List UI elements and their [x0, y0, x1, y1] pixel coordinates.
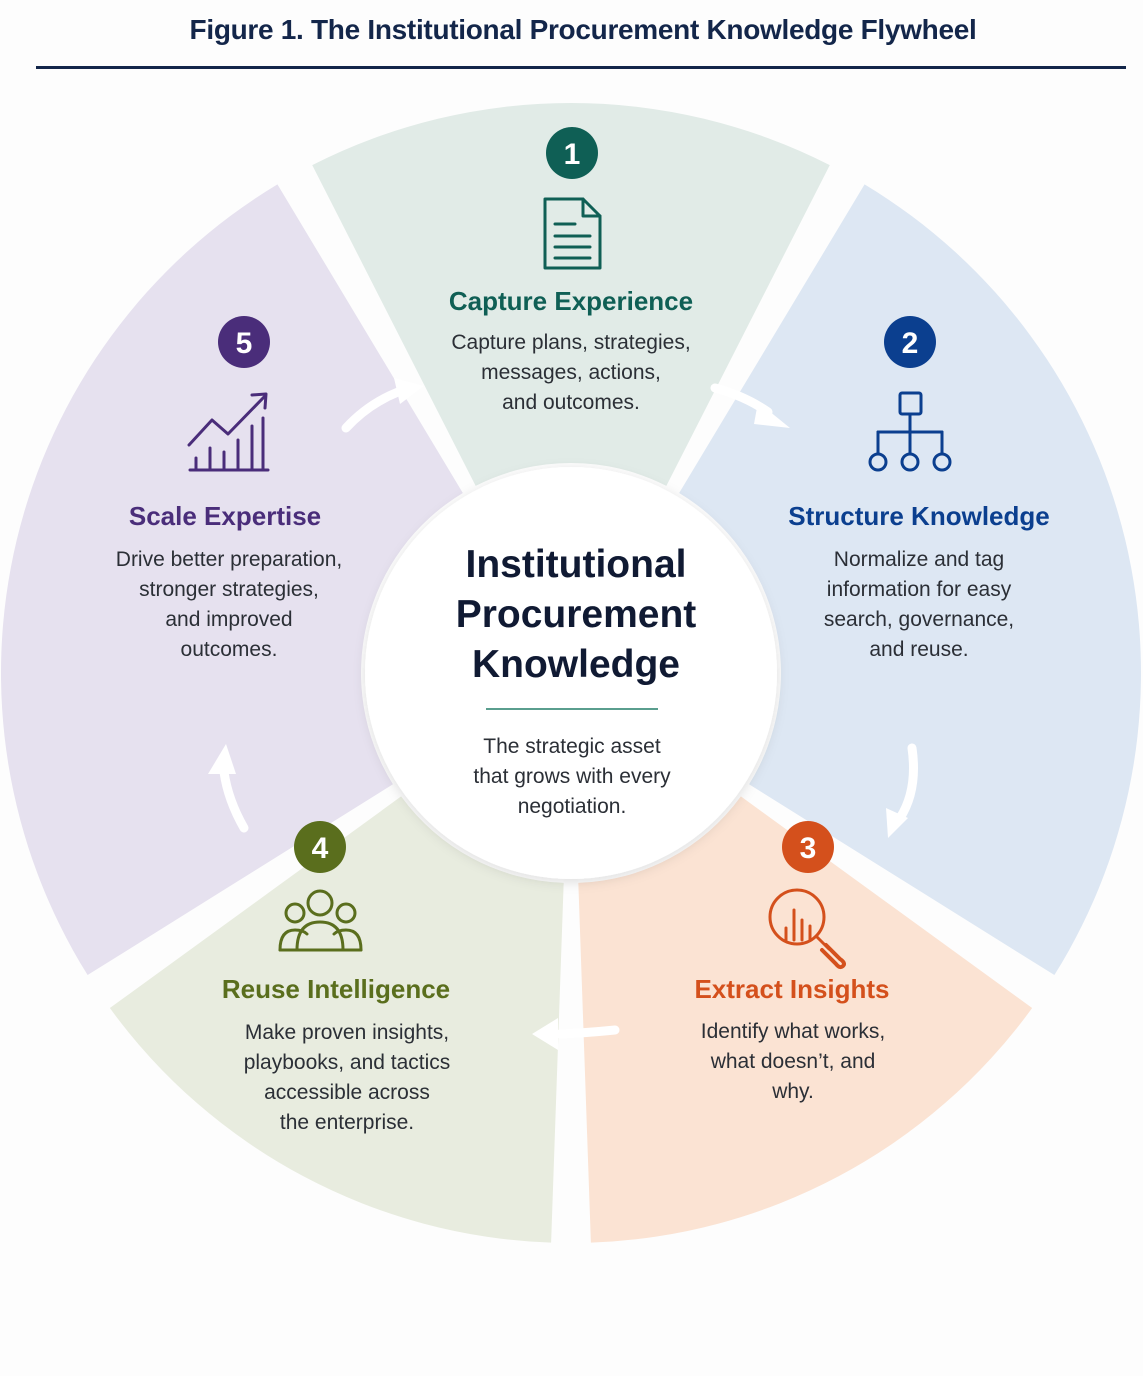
stage-2-segment — [679, 184, 1142, 976]
stage-4-badge: 4 — [294, 821, 346, 873]
flow-arrow-4 — [208, 744, 249, 833]
svg-text:2: 2 — [902, 327, 919, 360]
flow-arrow-1 — [710, 383, 790, 428]
stage-5-badge: 5 — [218, 316, 270, 368]
figure-title: Figure 1. The Institutional Procurement … — [189, 14, 977, 45]
stage-1-badge: 1 — [546, 127, 598, 179]
growth-chart-icon — [187, 392, 270, 472]
stage-2-badge: 2 — [884, 316, 936, 368]
hierarchy-icon — [868, 391, 952, 472]
svg-text:1: 1 — [564, 138, 581, 171]
stage-5-segment — [0, 184, 463, 976]
stage-3-badge: 3 — [782, 821, 834, 873]
flow-arrow-3 — [532, 1018, 620, 1050]
stage-3-segment — [578, 796, 1033, 1243]
hub-circle — [365, 467, 777, 879]
document-icon — [543, 197, 602, 270]
svg-text:4: 4 — [312, 832, 329, 865]
magnifier-chart-icon — [768, 888, 846, 970]
stage-4-segment — [109, 796, 564, 1243]
flow-arrow-2 — [886, 743, 918, 838]
title-divider — [36, 66, 1126, 69]
people-group-icon — [278, 889, 363, 952]
svg-text:3: 3 — [800, 832, 817, 865]
svg-text:5: 5 — [236, 327, 253, 360]
flow-arrow-5 — [341, 378, 424, 433]
stage-1-segment — [312, 102, 830, 486]
